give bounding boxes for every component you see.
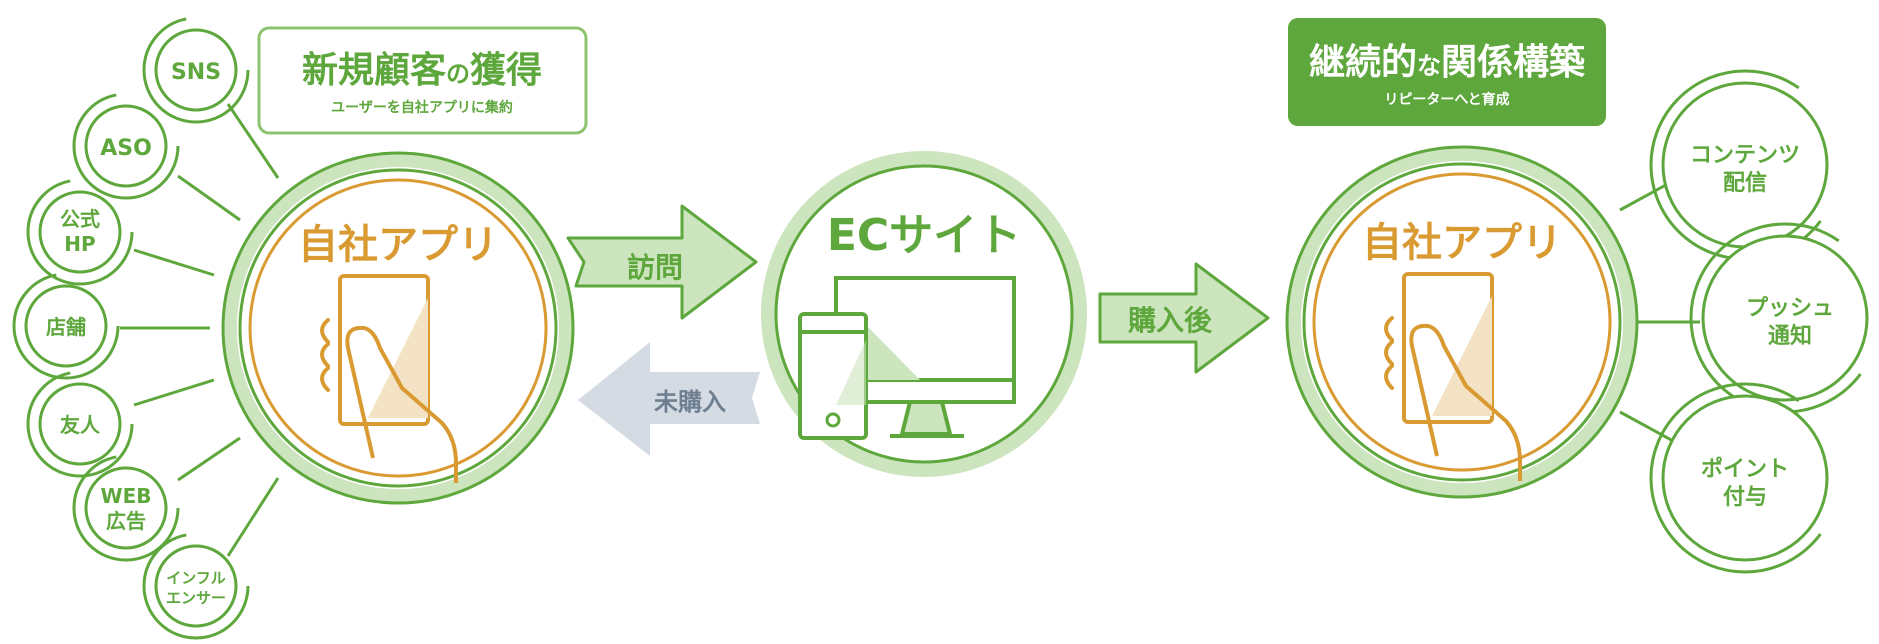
spoke-line [177, 174, 241, 222]
spoke-line [177, 436, 241, 482]
spoke-line [133, 378, 215, 407]
left-box-subtitle: ユーザーを自社アプリに集約 [331, 99, 513, 116]
channel-label-line2: 広告 [106, 509, 146, 533]
left-box-title: 新規顧客の獲得 [302, 50, 542, 91]
hub-label: 自社アプリ [298, 222, 498, 268]
spoke-line [133, 248, 215, 277]
hand-phone-icon [320, 274, 458, 483]
channel-sns: SNS [142, 16, 250, 124]
right-title-box: 継続的な関係構築 リピーターへと育成 [1288, 18, 1606, 126]
left-title-box: 新規顧客の獲得 ユーザーを自社アプリに集約 [257, 26, 588, 135]
left-spoke-lines [120, 103, 280, 557]
retention-label-line2: 付与 [1723, 485, 1767, 510]
visit-arrow: 訪問 [566, 204, 758, 320]
visit-label: 訪問 [627, 251, 683, 284]
ec-site-hub: ECサイト [761, 151, 1087, 477]
spoke-line [226, 477, 280, 557]
channel-outer-ring [26, 370, 134, 478]
right-box-subtitle: リピーターへと育成 [1384, 91, 1509, 108]
retention-label: コンテンツ [1690, 143, 1800, 168]
hub-outer-ring [221, 151, 575, 505]
hub-orange-ring [1312, 172, 1612, 472]
channel-label: 友人 [60, 413, 101, 437]
retention-label: プッシュ [1746, 296, 1834, 321]
channel-label-line2: エンサー [166, 589, 226, 607]
right-app-hub: 自社アプリ [1285, 145, 1639, 499]
spoke-line [226, 103, 280, 179]
channel-circle [84, 104, 168, 188]
title-box-frame [1288, 18, 1606, 126]
channel-aso: ASO [72, 92, 180, 200]
hub-outer-ring [1285, 145, 1639, 499]
hub-halo [1287, 147, 1637, 497]
channel-circle [84, 466, 168, 550]
devices-icon [798, 276, 1016, 440]
channel-circle [38, 382, 122, 466]
channel-outer-ring [72, 92, 180, 200]
hub-halo [223, 153, 573, 503]
title-box-frame [257, 26, 588, 135]
retention-label-line2: 配信 [1723, 170, 1767, 196]
channel-outer-ring [142, 532, 250, 640]
hub-inner-ring [1302, 162, 1622, 482]
left-app-hub: 自社アプリ [221, 151, 575, 505]
retention-circle [1661, 394, 1829, 562]
retention-label: ポイント [1701, 456, 1789, 482]
retention-push-notification: プッシュ 通知 [1689, 222, 1879, 414]
not-purchased-arrow: 未購入 [578, 342, 760, 456]
channel-label: インフル [166, 569, 226, 587]
arrow-shape [578, 342, 760, 456]
arrow-shape [566, 204, 758, 320]
after-purchase-arrow: 購入後 [1098, 262, 1270, 374]
retention-outer-ring [1649, 382, 1841, 574]
retention-points: ポイント 付与 [1649, 382, 1841, 574]
channel-friend: 友人 [26, 370, 134, 478]
hand-phone-icon [1384, 272, 1522, 481]
channel-label-line2: HP [64, 232, 95, 256]
after-purchase-label: 購入後 [1128, 304, 1213, 337]
not-purchased-label: 未購入 [654, 388, 726, 416]
hub-inner-ring [238, 168, 558, 488]
right-box-title: 継続的な関係構築 [1309, 42, 1586, 83]
arrow-shape [1098, 262, 1270, 374]
channel-influencer: インフル エンサー [142, 532, 250, 640]
channel-label: WEB [101, 484, 152, 508]
channel-label: 店舗 [46, 315, 86, 339]
hub-label: 自社アプリ [1362, 220, 1562, 266]
retention-content-delivery: コンテンツ 配信 [1649, 69, 1841, 261]
channel-circle [154, 28, 238, 112]
hub-ring [774, 164, 1074, 464]
channel-label: ASO [100, 136, 152, 161]
channel-store: 店舗 [12, 272, 120, 380]
channel-circle [24, 284, 108, 368]
spoke-line [1619, 410, 1676, 444]
hub-orange-ring [248, 178, 548, 478]
channel-circle [38, 190, 122, 274]
channel-circle [154, 544, 238, 628]
channel-official-hp: 公式 HP [26, 178, 134, 286]
hub-label: ECサイト [827, 210, 1021, 261]
channel-label: SNS [171, 60, 221, 85]
retention-label-line2: 通知 [1768, 323, 1812, 349]
channel-web-ads: WEB 広告 [72, 454, 180, 562]
retention-circle [1701, 234, 1869, 402]
channel-outer-ring [12, 272, 120, 380]
channel-label: 公式 [60, 207, 100, 231]
channel-outer-ring [26, 178, 134, 286]
channel-outer-ring [72, 454, 180, 562]
channel-outer-ring [142, 16, 250, 124]
